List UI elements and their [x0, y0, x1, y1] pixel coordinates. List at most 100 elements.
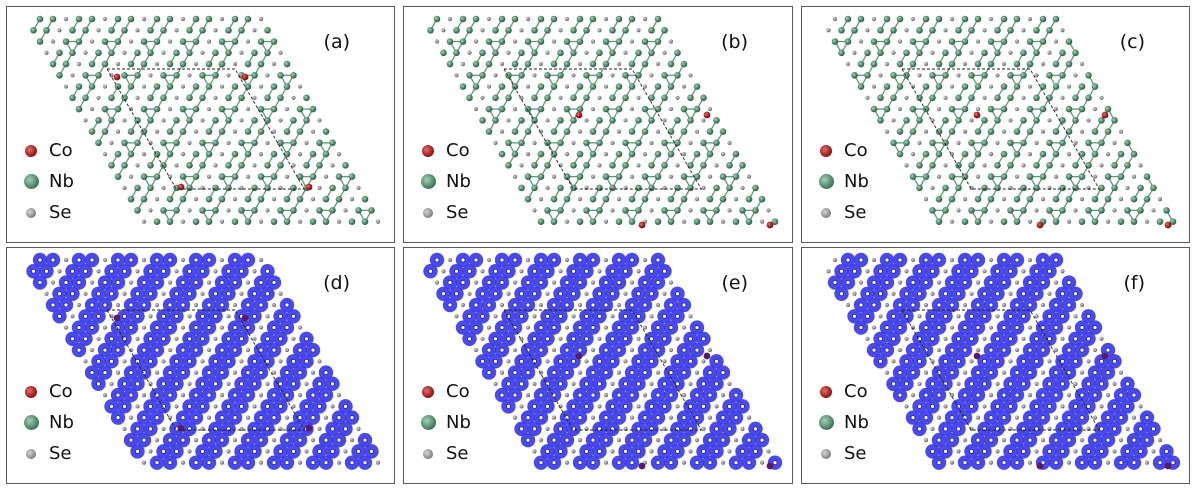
nb-atom	[1008, 381, 1013, 387]
se-atom	[701, 118, 706, 123]
nb-atom	[995, 291, 1000, 297]
se-atom	[826, 28, 831, 33]
nb-atom	[127, 128, 135, 135]
se-atom	[759, 460, 765, 465]
nb-atom	[590, 460, 596, 466]
nb-atom	[948, 105, 956, 113]
se-atom	[891, 118, 896, 123]
nb-atom	[1047, 403, 1052, 409]
nb-atom	[609, 94, 616, 102]
nb-atom	[597, 358, 602, 364]
nb-atom	[700, 94, 707, 102]
nb-atom	[1124, 162, 1131, 169]
nb-atom	[128, 370, 134, 375]
se-atom	[1027, 460, 1033, 465]
se-atom	[193, 129, 199, 134]
nb-atom	[1021, 448, 1026, 454]
se-atom	[720, 151, 726, 157]
nb-atom	[284, 370, 290, 375]
nb-atom	[1098, 184, 1105, 192]
se-atom	[610, 449, 615, 454]
se-atom	[252, 336, 257, 341]
se-atom	[551, 39, 557, 44]
nb-atom	[700, 139, 707, 147]
nb-atom	[596, 49, 603, 57]
nb-atom	[459, 38, 467, 45]
panel-c-legend: Co Nb Se	[819, 135, 869, 228]
se-atom	[904, 28, 909, 33]
nb-atom	[258, 302, 264, 308]
nb-atom	[1014, 257, 1020, 263]
se-atom	[135, 95, 140, 100]
nb-atom	[753, 448, 758, 454]
se-atom	[1060, 269, 1065, 274]
nb-atom	[245, 325, 251, 330]
se-atom	[930, 426, 935, 431]
nb-atom	[955, 117, 962, 124]
nb-atom	[244, 218, 252, 225]
nb-atom	[252, 291, 257, 297]
nb-atom	[583, 139, 590, 147]
nb-atom	[225, 26, 232, 34]
se-atom-icon	[26, 207, 36, 218]
nb-atom	[290, 117, 297, 124]
se-atom	[284, 174, 290, 179]
nb-atom	[878, 291, 883, 297]
co-atom	[1036, 221, 1044, 229]
nb-atom	[642, 280, 648, 285]
se-atom	[1034, 73, 1039, 78]
nb-atom	[974, 128, 982, 135]
nb-atom	[884, 257, 890, 263]
se-atom	[655, 129, 661, 134]
se-atom	[1034, 381, 1039, 386]
se-atom	[930, 50, 935, 55]
panel-f: (f) Co Nb Se	[801, 247, 1190, 484]
nb-atom	[615, 38, 623, 45]
panel-c: (c) Co Nb Se	[801, 6, 1190, 243]
nb-atom	[213, 358, 218, 364]
se-atom	[930, 291, 935, 296]
se-atom	[460, 61, 466, 67]
nb-atom	[570, 26, 577, 34]
nb-atom	[460, 280, 466, 285]
se-atom	[897, 39, 903, 44]
nb-atom	[316, 139, 323, 147]
nb-atom	[1092, 437, 1098, 443]
nb-atom	[297, 347, 303, 353]
nb-atom	[147, 26, 154, 34]
nb-atom	[82, 71, 89, 79]
se-atom	[975, 280, 981, 285]
nb-atom	[1020, 184, 1027, 192]
se-atom	[564, 219, 570, 224]
nb-atom	[480, 358, 485, 364]
nb-atom	[538, 325, 544, 330]
nb-atom	[636, 358, 641, 364]
nb-atom	[694, 347, 700, 353]
nb-atom	[852, 313, 857, 319]
legend-label-nb: Nb	[446, 412, 471, 433]
nb-atom	[505, 26, 512, 34]
nb-atom	[1073, 291, 1078, 297]
nb-atom	[447, 302, 453, 308]
nb-atom	[278, 448, 283, 454]
co-atom-icon	[422, 144, 434, 157]
se-atom	[525, 151, 531, 157]
se-atom	[538, 61, 544, 67]
se-atom	[904, 336, 909, 341]
se-atom	[694, 438, 700, 443]
se-atom	[597, 95, 602, 100]
nb-atom	[654, 173, 662, 180]
nb-atom	[37, 257, 43, 263]
se-atom	[1021, 95, 1026, 100]
nb-atom	[1007, 139, 1014, 147]
nb-atom	[1111, 162, 1118, 169]
se-atom	[219, 460, 225, 465]
se-atom	[232, 129, 238, 134]
se-atom	[499, 302, 505, 308]
nb-atom	[1008, 448, 1013, 454]
co-atom	[113, 314, 121, 322]
se-atom	[995, 73, 1000, 78]
nb-atom	[550, 218, 558, 225]
nb-atom	[206, 460, 212, 466]
nb-atom	[225, 94, 232, 102]
